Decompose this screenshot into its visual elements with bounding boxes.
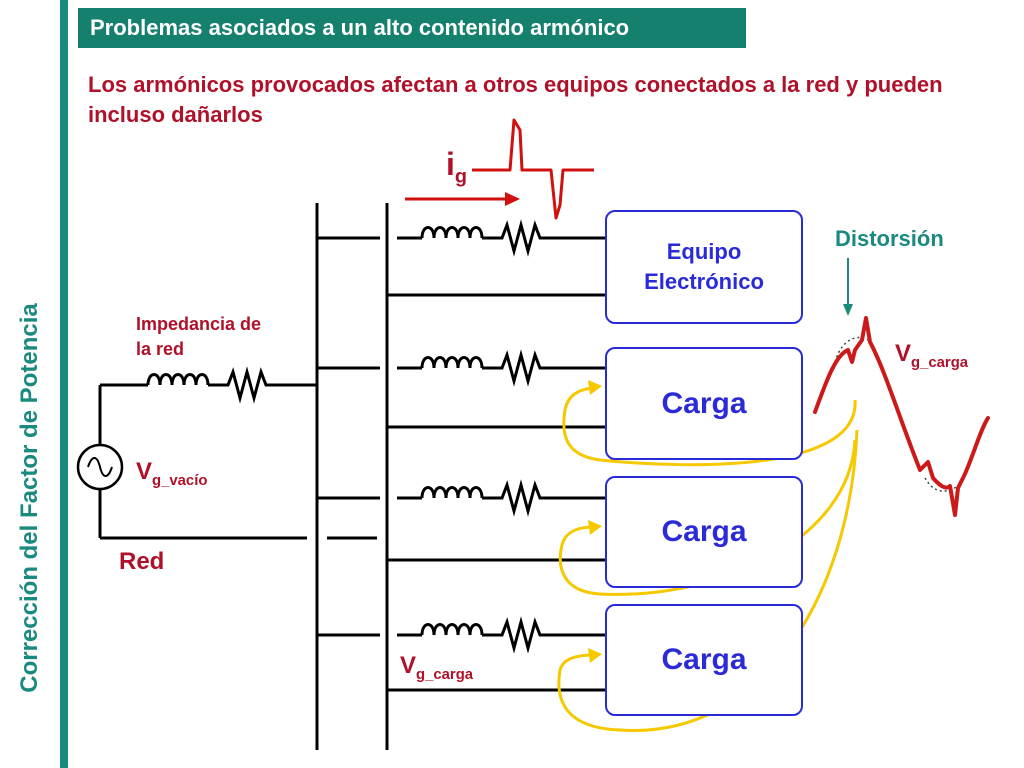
current-label-main: i [446, 146, 455, 182]
sine-wave-icon [87, 457, 113, 477]
load-box: Carga [605, 604, 803, 716]
load-box: Carga [605, 347, 803, 460]
source-voltage-sub: g_vacío [152, 472, 208, 489]
current-label: ig [446, 146, 467, 188]
branch-impedance-4 [397, 616, 608, 654]
load-voltage-2-main: V [400, 652, 417, 679]
distorted-voltage-waveform [813, 316, 990, 517]
box-label: Carga [661, 386, 747, 420]
load-voltage-label: Vg_carga [895, 340, 968, 371]
feedback-arrows [557, 386, 859, 732]
arrowhead-icon [588, 648, 602, 663]
current-arrow-icon [405, 192, 520, 206]
arrowhead-icon [588, 380, 602, 395]
branch-impedance-2 [397, 349, 608, 387]
grid-label: Red [119, 548, 165, 575]
page-title: Problemas asociados a un alto contenido … [78, 8, 746, 48]
current-waveform [472, 118, 594, 220]
box-label: Carga [661, 643, 747, 676]
impedance-label: Impedancia de la red [136, 314, 262, 359]
current-label-sub: g [454, 165, 468, 188]
source-voltage-label: Vg_vacío [136, 458, 207, 489]
branches [317, 236, 608, 692]
source-circuit [98, 366, 377, 540]
source-voltage-main: V [136, 458, 153, 485]
box-label: Equipo Electrónico [644, 239, 764, 294]
distortion-arrow-icon [843, 258, 853, 316]
branch-impedance-3 [397, 479, 608, 517]
load-voltage-2-sub: g_carga [416, 666, 474, 683]
branch-impedance-1 [397, 219, 608, 257]
load-box: Carga [605, 476, 803, 588]
ideal-sine-dotted [834, 336, 959, 492]
sidebar: Corrección del Factor de Potencia [0, 0, 70, 768]
box-label: Carga [661, 515, 747, 548]
subtitle: Los armónicos provocados afectan a otros… [88, 72, 943, 127]
load-voltage-label-2: Vg_carga [400, 652, 473, 683]
distortion-label: Distorsión [835, 226, 944, 251]
arrowhead-icon [588, 520, 602, 535]
load-voltage-sub: g_carga [911, 354, 969, 371]
electronic-equipment-box: Equipo Electrónico [605, 210, 803, 324]
load-voltage-main: V [895, 340, 912, 367]
sidebar-accent-bar [60, 0, 68, 768]
